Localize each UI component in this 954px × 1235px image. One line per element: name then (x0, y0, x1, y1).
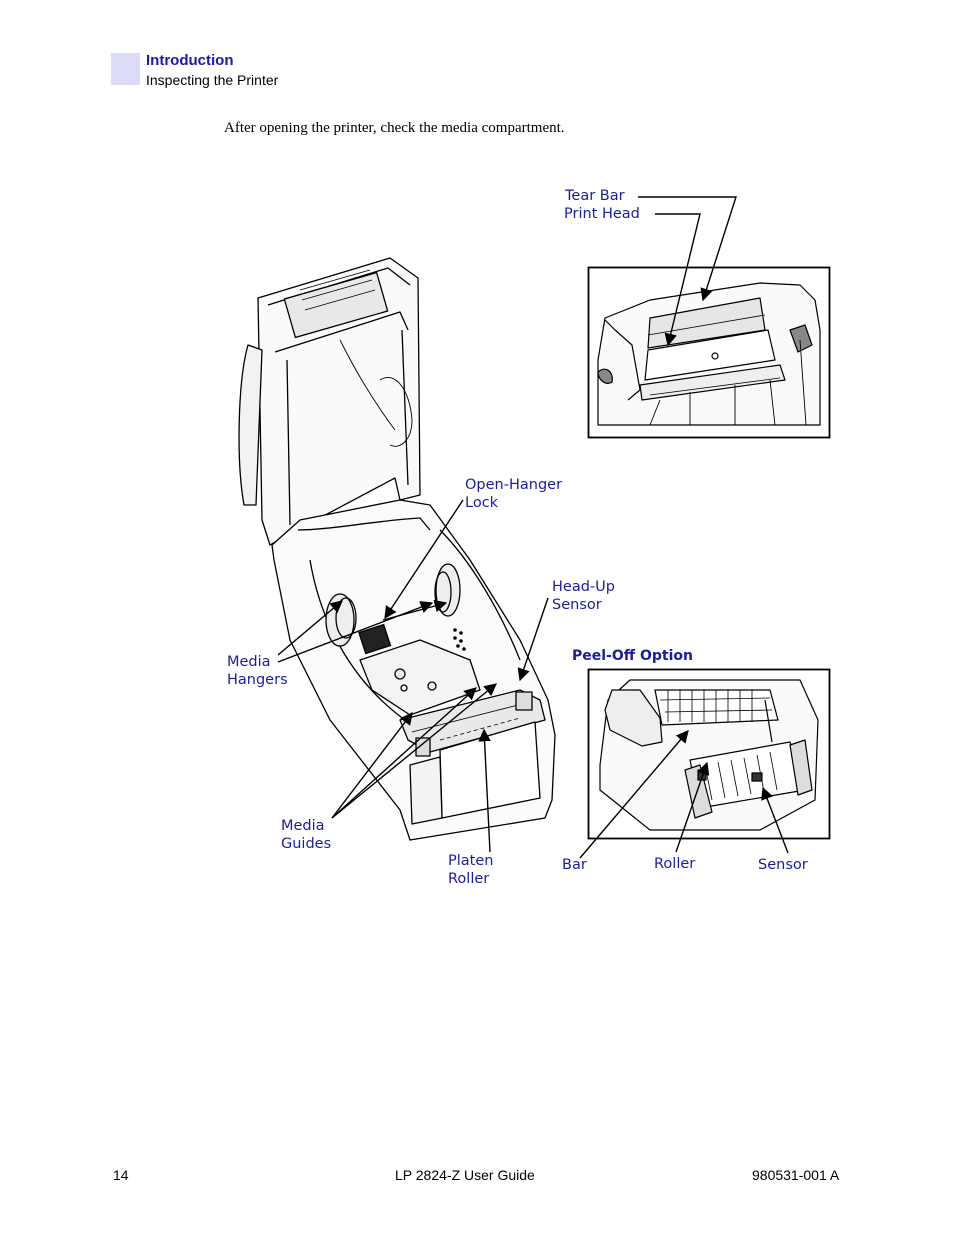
label-bar: Bar (562, 857, 587, 873)
label-head-up-sensor: Head-Up Sensor (552, 579, 615, 613)
footer-page-number: 14 (113, 1167, 129, 1183)
label-sensor: Sensor (758, 857, 808, 873)
label-open-hanger-lock: Open-Hanger Lock (465, 477, 563, 511)
inset-printhead-drawing (597, 282, 821, 426)
header-tab (111, 53, 140, 85)
body-paragraph: After opening the printer, check the med… (224, 120, 565, 136)
callout-leaders (277, 196, 789, 859)
subsection-title: Inspecting the Printer (146, 72, 279, 88)
label-tear-bar: Tear Bar (565, 188, 625, 204)
inset-peeloff-drawing (599, 679, 819, 831)
footer-title: LP 2824-Z User Guide (395, 1167, 535, 1183)
label-peel-off-option: Peel-Off Option (572, 648, 693, 664)
section-title: Introduction (146, 52, 234, 69)
label-media-hangers: Media Hangers (227, 654, 288, 688)
label-platen-roller: Platen Roller (448, 853, 494, 887)
label-roller: Roller (654, 856, 696, 872)
label-media-guides: Media Guides (281, 818, 332, 852)
label-print-head: Print Head (564, 206, 640, 222)
open-printer-drawing (238, 257, 556, 841)
footer-doc-number: 980531-001 A (752, 1167, 840, 1183)
